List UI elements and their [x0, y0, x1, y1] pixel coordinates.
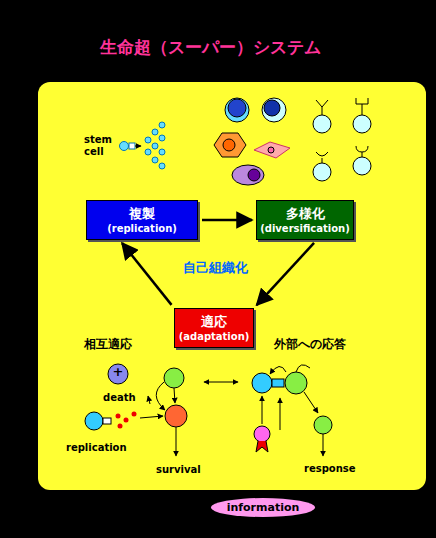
- annotation-label: replication: [66, 442, 136, 454]
- process-box: 多様化(diversification): [256, 200, 354, 240]
- annotation-label: survival: [156, 464, 216, 476]
- annotation-label: response: [304, 463, 364, 475]
- node-heading: 複製: [129, 206, 155, 222]
- cell-variety-art: [214, 98, 371, 185]
- annotation-label: 相互適応: [84, 338, 154, 350]
- stem-cell-art: [120, 122, 166, 169]
- node-heading: information: [227, 501, 300, 514]
- ellipse-shape: [211, 498, 315, 517]
- annotation-label: 外部への応答: [274, 338, 374, 350]
- node-heading: 多様化: [286, 206, 325, 222]
- external-response-art: [252, 365, 332, 456]
- node-subtitle: (replication): [107, 222, 177, 235]
- node-subtitle: (adaptation): [179, 330, 250, 343]
- process-box: 複製(replication): [86, 200, 198, 240]
- node-heading: 適応: [201, 314, 227, 330]
- annotation-label: stem cell: [84, 134, 116, 158]
- information-ellipse: information: [210, 497, 316, 518]
- annotation-label: +: [110, 366, 126, 378]
- diagram-title: 生命超（スーパー）システム: [60, 36, 360, 59]
- annotation-label: death: [103, 392, 143, 404]
- flow-arrow: [202, 219, 252, 222]
- annotation-label: 自己組織化: [160, 262, 270, 274]
- yellow-panel: [38, 82, 426, 490]
- node-subtitle: (diversification): [260, 222, 350, 235]
- flow-arrow: [257, 243, 314, 305]
- process-box: 適応(adaptation): [174, 308, 254, 348]
- flow-arrow: [122, 243, 171, 305]
